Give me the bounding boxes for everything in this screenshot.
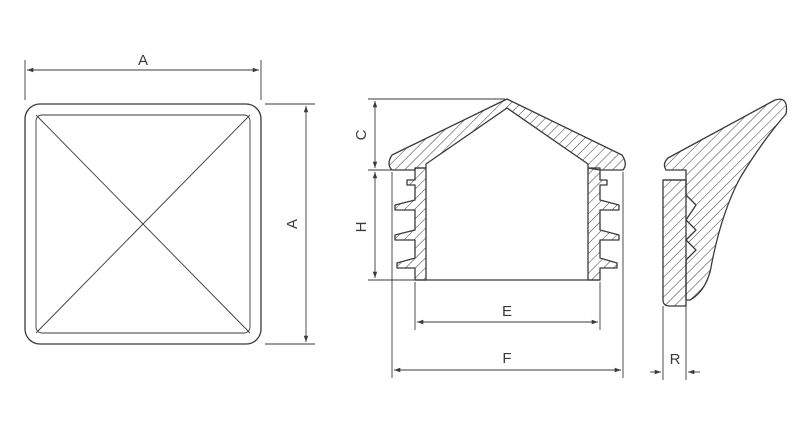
dimension-label-top-width: A [138,52,148,69]
dimension-insert-height: H [353,172,415,281]
dimension-label-insert-height: H [353,222,370,233]
dimension-overall-width: F [391,172,624,378]
diagonal-2 [35,114,251,334]
cap-outline [24,103,262,345]
top-view [24,103,262,345]
cap-section [388,98,626,171]
left-rib-wall [394,167,427,281]
profile-wall [662,179,687,307]
dimension-label-overall-width: F [502,350,511,367]
dimension-label-cap-height: C [353,129,370,140]
profile-cap-wing [663,98,788,301]
cap-inner-outline [35,114,251,334]
dimension-label-wall-thickness: R [670,351,681,368]
section-view [388,98,626,281]
side-profile-view [662,98,788,307]
dimension-top-width: A [24,52,262,100]
right-rib-wall [587,167,620,281]
dimension-label-inner-width: E [502,303,512,320]
dimension-side-height: A [265,103,315,345]
dimension-cap-height: C [353,98,505,171]
dimension-wall-thickness: R [650,306,700,380]
dimension-inner-width: E [414,282,601,330]
dimension-label-side-height: A [284,219,301,229]
